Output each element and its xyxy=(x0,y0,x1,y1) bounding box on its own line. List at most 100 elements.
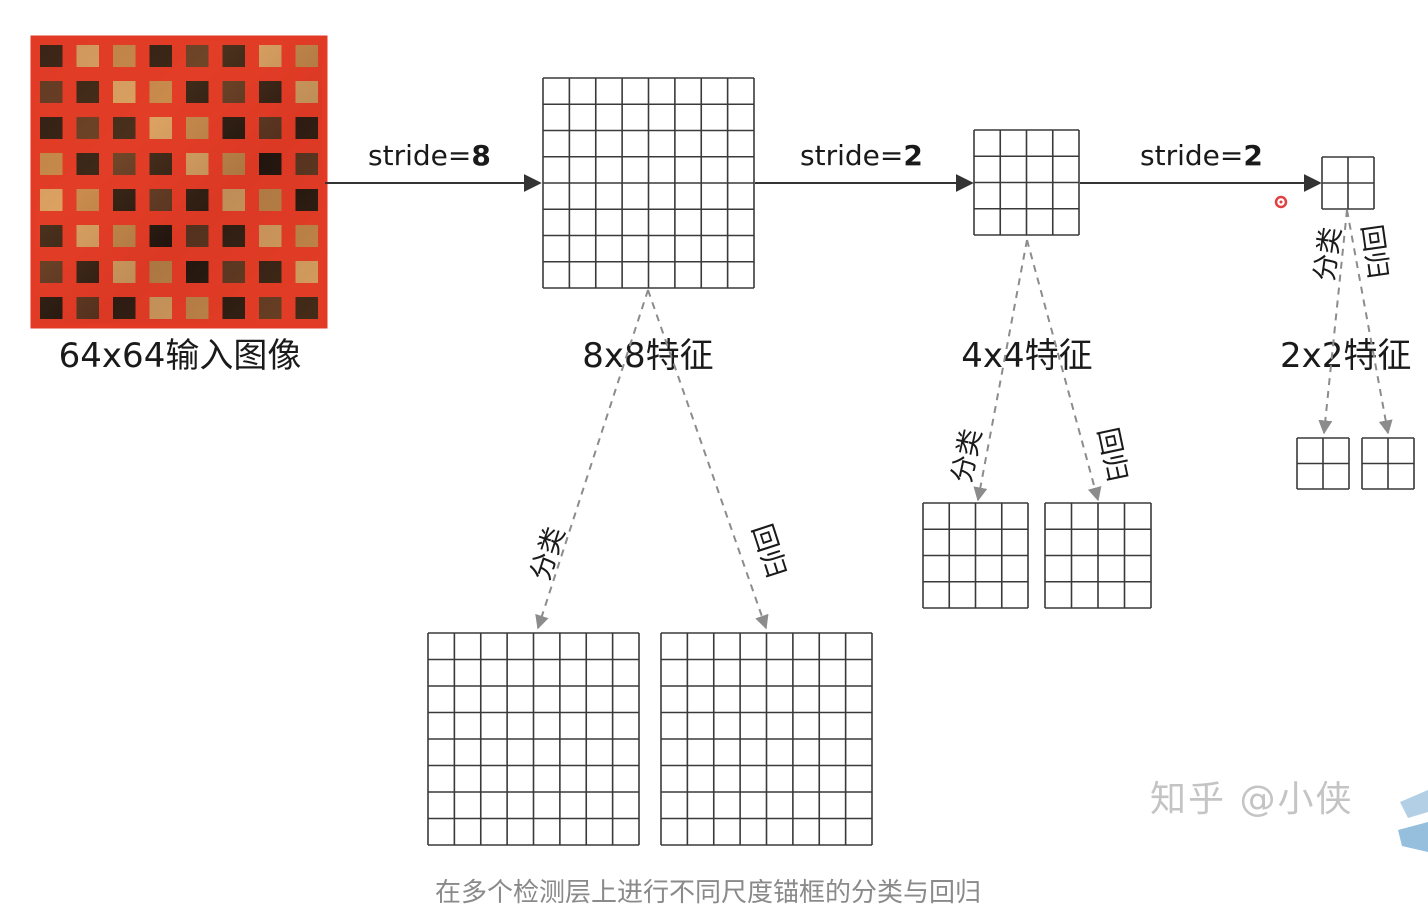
input-cell-frame xyxy=(179,110,216,146)
input-cell-pixel xyxy=(295,225,318,247)
input-cell-frame xyxy=(142,254,179,290)
input-cell-frame xyxy=(69,146,106,182)
input-cell-frame xyxy=(106,290,143,326)
input-cell-pixel xyxy=(259,297,282,319)
input-cell-frame xyxy=(179,218,216,254)
input-cell-pixel xyxy=(40,81,63,103)
watermark: 知乎 @小侠 xyxy=(1150,779,1354,820)
input-cell-pixel xyxy=(259,189,282,211)
grid-8x8-classify xyxy=(427,632,640,846)
input-cell-frame xyxy=(179,146,216,182)
input-cell-pixel xyxy=(295,189,318,211)
input-cell-frame xyxy=(69,182,106,218)
caption-text: 在多个检测层上进行不同尺度锚框的分类与回归 xyxy=(434,878,981,908)
input-cell-frame xyxy=(33,182,70,218)
input-cell-pixel xyxy=(295,261,318,283)
input-cell-frame xyxy=(252,110,289,146)
input-cell-frame xyxy=(33,254,70,290)
grid-2x2-classify xyxy=(1296,437,1350,490)
input-cell-frame xyxy=(69,38,106,74)
input-cell-pixel xyxy=(259,153,282,175)
grid-4x4-regress xyxy=(1044,502,1152,609)
input-cell-pixel xyxy=(113,225,136,247)
input-cell-pixel xyxy=(76,297,99,319)
regress-label-8x8: 回归 xyxy=(745,521,791,582)
caption: 在多个检测层上进行不同尺度锚框的分类与回归 xyxy=(0,872,1428,909)
input-cell-pixel xyxy=(186,81,209,103)
input-cell-pixel xyxy=(222,45,245,67)
input-cell-pixel xyxy=(76,45,99,67)
input-cell-pixel xyxy=(186,261,209,283)
input-cell-frame xyxy=(179,38,216,74)
input-cell-frame xyxy=(215,74,252,110)
input-cell-pixel xyxy=(149,117,172,139)
pointer-dot-center xyxy=(1279,200,1283,204)
input-cell-pixel xyxy=(222,117,245,139)
input-cell-frame xyxy=(33,218,70,254)
input-cell-pixel xyxy=(259,225,282,247)
input-cell-frame xyxy=(33,74,70,110)
input-cell-frame xyxy=(106,110,143,146)
input-cell-pixel xyxy=(222,261,245,283)
branch-4x4-classify xyxy=(973,239,1028,502)
input-cell-pixel xyxy=(76,225,99,247)
corner-decoration-2 xyxy=(1398,822,1428,852)
input-cell-pixel xyxy=(149,261,172,283)
input-cell-frame xyxy=(106,254,143,290)
input-cell-frame xyxy=(252,290,289,326)
input-cell-pixel xyxy=(40,45,63,67)
input-cell-pixel xyxy=(76,81,99,103)
branch-4x4-regress xyxy=(1026,239,1102,502)
input-cell-pixel xyxy=(40,225,63,247)
grid-2x2-regress xyxy=(1361,437,1415,490)
stride-label-2: stride=2 xyxy=(800,139,923,172)
input-cell-pixel xyxy=(222,81,245,103)
input-cell-frame xyxy=(69,110,106,146)
feature-label-2x2: 2x2特征 xyxy=(1280,336,1411,376)
input-cell-frame xyxy=(179,290,216,326)
input-cell-frame xyxy=(142,74,179,110)
input-cell-frame xyxy=(33,38,70,74)
input-cell-pixel xyxy=(149,153,172,175)
input-cell-frame xyxy=(288,254,325,290)
input-cell-pixel xyxy=(222,189,245,211)
classify-label-8x8: 分类 xyxy=(525,523,571,584)
input-cell-pixel xyxy=(113,153,136,175)
input-cell-pixel xyxy=(149,189,172,211)
input-cell-frame xyxy=(33,290,70,326)
input-cell-frame xyxy=(252,146,289,182)
input-cell-pixel xyxy=(149,81,172,103)
input-cell-frame xyxy=(142,146,179,182)
input-cell-frame xyxy=(288,182,325,218)
input-cell-frame xyxy=(106,74,143,110)
input-cell-pixel xyxy=(222,225,245,247)
input-cell-pixel xyxy=(259,45,282,67)
input-cell-pixel xyxy=(186,297,209,319)
grid-8x8-regress xyxy=(660,632,873,846)
input-cell-frame xyxy=(179,254,216,290)
input-cell-pixel xyxy=(40,153,63,175)
input-cell-frame xyxy=(252,218,289,254)
branch-lines xyxy=(535,209,1393,630)
input-cell-pixel xyxy=(222,153,245,175)
input-cell-frame xyxy=(288,74,325,110)
input-cell-frame xyxy=(252,74,289,110)
grid-8x8 xyxy=(542,77,755,289)
input-cell-pixel xyxy=(149,225,172,247)
input-label: 64x64输入图像 xyxy=(59,336,302,376)
input-cell-pixel xyxy=(76,153,99,175)
input-cell-frame xyxy=(69,254,106,290)
input-cell-frame xyxy=(142,290,179,326)
input-cell-pixel xyxy=(40,117,63,139)
input-cell-pixel xyxy=(113,117,136,139)
input-cell-pixel xyxy=(113,45,136,67)
input-cell-pixel xyxy=(113,189,136,211)
input-cell-frame xyxy=(252,254,289,290)
input-cell-pixel xyxy=(295,117,318,139)
input-cell-pixel xyxy=(149,297,172,319)
feature-label-4x4: 4x4特征 xyxy=(961,336,1092,376)
input-cell-frame xyxy=(288,146,325,182)
input-cell-pixel xyxy=(222,297,245,319)
input-cell-pixel xyxy=(76,117,99,139)
